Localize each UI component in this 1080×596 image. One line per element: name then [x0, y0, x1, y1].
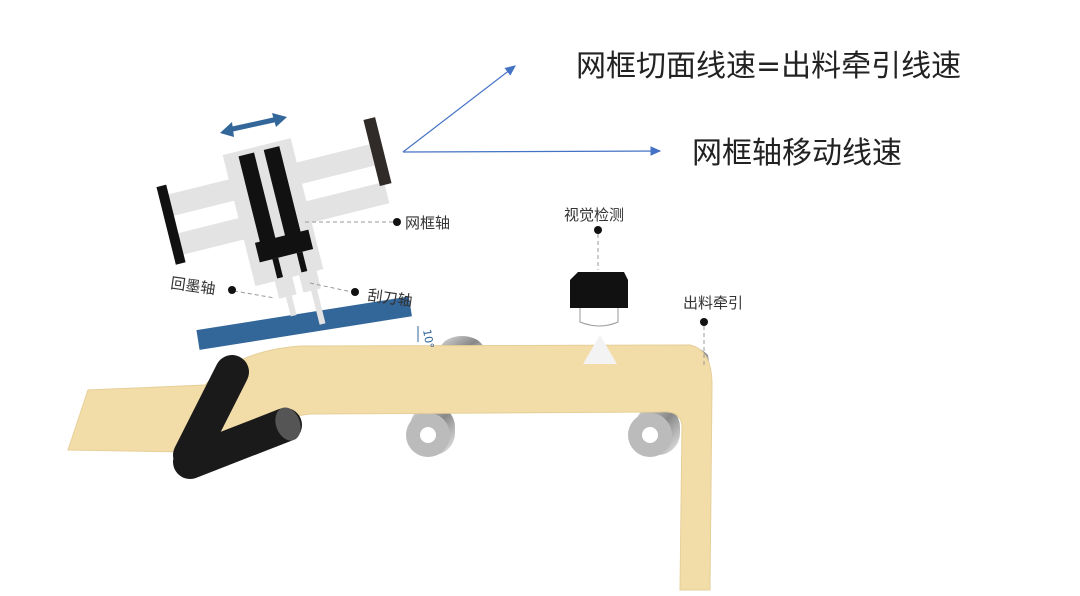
- callout-outfeed-traction: 出料牵引: [683, 294, 743, 365]
- squeegee-blade: [196, 296, 412, 350]
- annotation-line-speed: 网框切面线速=出料牵引线速: [576, 49, 961, 84]
- material-web: [67, 344, 713, 591]
- move-double-arrow-icon: [220, 113, 287, 137]
- label-screen-shaft: 网框轴: [405, 214, 450, 232]
- roller-lower-1: [406, 405, 455, 457]
- roller-dark-2: [173, 407, 302, 479]
- roller-lower-2: [628, 405, 680, 457]
- label-outfeed-traction: 出料牵引: [683, 294, 743, 312]
- vision-camera: [570, 272, 628, 364]
- angle-label: 10°: [420, 328, 436, 349]
- arrow-to-line-speed: [402, 65, 516, 153]
- label-ink-return-shaft: 回墨轴: [169, 274, 216, 298]
- angle-indicator: 10°: [417, 326, 436, 350]
- annotation-shaft-speed: 网框轴移动线速: [692, 136, 902, 171]
- callout-vision-inspection: 视觉检测: [564, 206, 624, 270]
- screen-frame-mechanism: [156, 117, 392, 325]
- arrow-to-shaft-speed: [402, 146, 662, 156]
- callout-screen-shaft: 网框轴: [305, 214, 450, 232]
- label-vision-inspection: 视觉检测: [564, 206, 624, 224]
